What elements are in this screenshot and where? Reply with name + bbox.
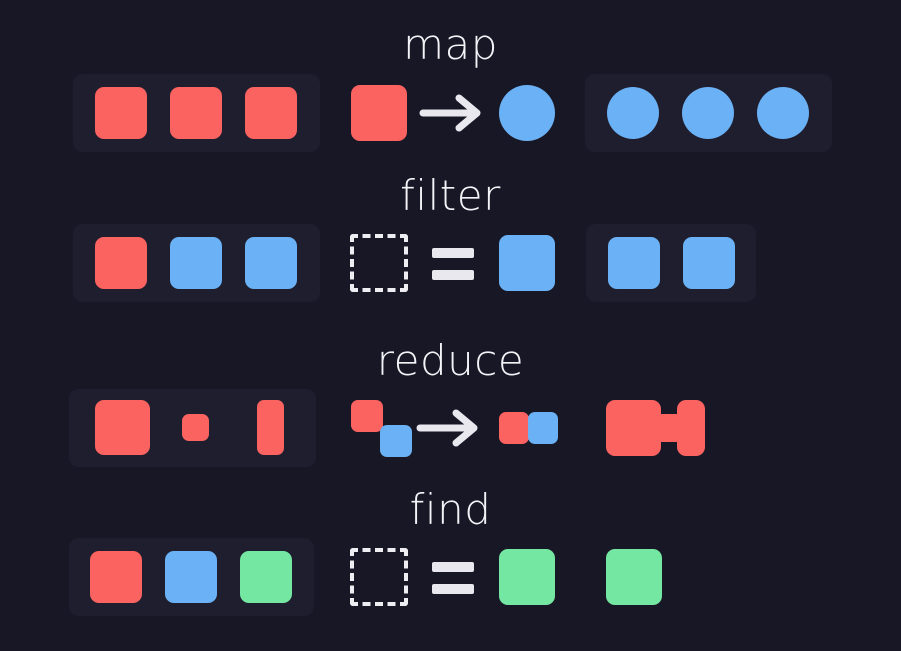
filter-output-item-2 [683,237,735,289]
reduce-input-item-1 [95,400,150,455]
equals-bar-top [432,248,474,258]
find-input-array [69,538,314,616]
filter-input-item-3 [245,237,297,289]
reduce-input-array [69,389,316,467]
find-input-item-3 [240,551,292,603]
equals-bar-bottom [432,270,474,280]
arrow-right-icon [416,408,484,448]
map-input-item-3 [245,87,297,139]
find-input-item-1 [90,551,142,603]
equals-bar-bottom [432,584,474,594]
map-operation-result-circle [499,85,555,141]
reduce-input-item-3 [257,400,284,455]
reduce-accumulator-square [351,400,383,432]
arrow-right-icon [419,93,487,133]
filter-output-item-1 [608,237,660,289]
reduce-result-part-red [499,412,529,444]
section-title-filter: filter [400,171,501,220]
find-output-value [606,549,662,605]
map-input-array [73,74,320,152]
section-title-reduce: reduce [376,336,525,385]
filter-input-array [73,224,320,302]
find-predicate-match [499,549,555,605]
map-output-item-2 [682,87,734,139]
map-output-array [585,74,832,152]
reduce-current-square [380,425,412,457]
section-title-map: map [403,20,498,69]
map-input-item-1 [95,87,147,139]
filter-predicate-match [499,235,555,291]
equals-icon [432,248,474,280]
filter-input-item-1 [95,237,147,289]
section-title-find: find [409,485,492,534]
find-predicate-placeholder [350,548,408,606]
equals-icon [432,562,474,594]
filter-input-item-2 [170,237,222,289]
reduce-output-value [606,400,718,456]
map-operation-source-square [351,85,407,141]
filter-output-array [586,224,756,302]
map-output-item-1 [607,87,659,139]
map-output-item-3 [757,87,809,139]
map-input-item-2 [170,87,222,139]
find-input-item-2 [165,551,217,603]
reduce-result-part-blue [528,412,558,444]
filter-predicate-placeholder [350,234,408,292]
reduce-input-item-2 [182,414,209,441]
equals-bar-top [432,562,474,572]
